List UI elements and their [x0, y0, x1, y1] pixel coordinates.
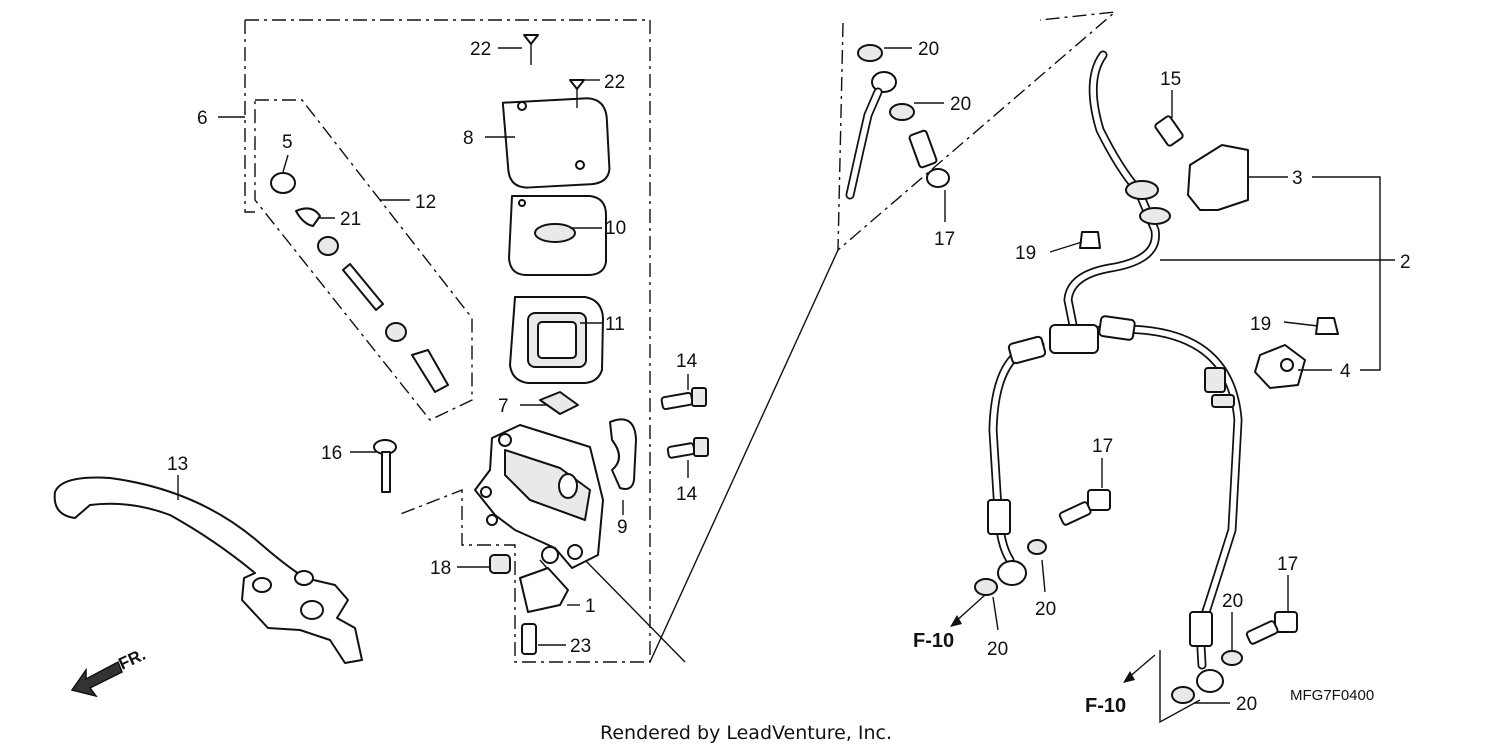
callout-22-left: 22 [470, 39, 491, 60]
callout-20-c: 20 [1035, 599, 1056, 620]
callout-19-right: 19 [1250, 314, 1271, 335]
switch [519, 567, 569, 613]
callout-20-b: 20 [950, 94, 971, 115]
group-boundaries [244, 11, 1118, 663]
callout-6: 6 [197, 108, 208, 129]
master-cylinder-body [474, 424, 604, 569]
callout-9: 9 [617, 517, 628, 538]
callout-2: 2 [1400, 252, 1411, 273]
callout-11: 11 [605, 314, 625, 335]
callout-17-top: 17 [934, 229, 955, 250]
brake-hose-assembly [987, 50, 1243, 693]
boot [539, 391, 579, 415]
callout-7: 7 [498, 396, 509, 417]
callout-20-a: 20 [918, 39, 939, 60]
callout-20-f: 20 [1236, 694, 1257, 715]
callout-4: 4 [1340, 361, 1351, 382]
callout-13: 13 [167, 454, 188, 475]
callout-17-middle: 17 [1092, 436, 1113, 457]
callout-18: 18 [430, 558, 451, 579]
piston-kit [270, 172, 449, 393]
callout-8: 8 [463, 128, 474, 149]
callout-5: 5 [282, 132, 293, 153]
holder [609, 418, 637, 490]
brake-lever [53, 476, 363, 664]
reference-f10-left: F-10 [913, 630, 954, 652]
callout-10: 10 [605, 218, 626, 239]
diagram-code: MFG7F0400 [1290, 687, 1374, 704]
callout-20-d: 20 [987, 639, 1008, 660]
callout-17-bottom: 17 [1277, 554, 1298, 575]
callout-19-left: 19 [1015, 243, 1036, 264]
pivot-bolts [373, 387, 709, 493]
callout-22-right: 22 [604, 72, 625, 93]
callout-1: 1 [585, 596, 596, 617]
callout-15: 15 [1160, 69, 1181, 90]
diaphragm-plate [508, 195, 607, 276]
hose-detail [845, 44, 950, 200]
callout-16: 16 [321, 443, 342, 464]
callout-21: 21 [340, 209, 361, 230]
callout-3: 3 [1292, 168, 1303, 189]
diaphragm [509, 296, 604, 384]
front-direction-indicator: FR. [70, 645, 149, 698]
leader-lines [177, 47, 1395, 724]
callout-12: 12 [415, 192, 436, 213]
callout-20-e: 20 [1222, 591, 1243, 612]
reference-f10-right: F-10 [1085, 695, 1126, 717]
callout-14-lower: 14 [676, 484, 698, 505]
callout-14-upper: 14 [676, 351, 698, 372]
callout-labels: 1 2 3 4 5 6 7 8 9 10 11 12 13 14 14 15 1… [167, 39, 1411, 715]
reservoir-cap [501, 97, 611, 189]
credit-text: Rendered by LeadVenture, Inc. [600, 722, 892, 744]
hose-clamps-and-washers [974, 115, 1339, 704]
callout-23: 23 [570, 636, 591, 657]
